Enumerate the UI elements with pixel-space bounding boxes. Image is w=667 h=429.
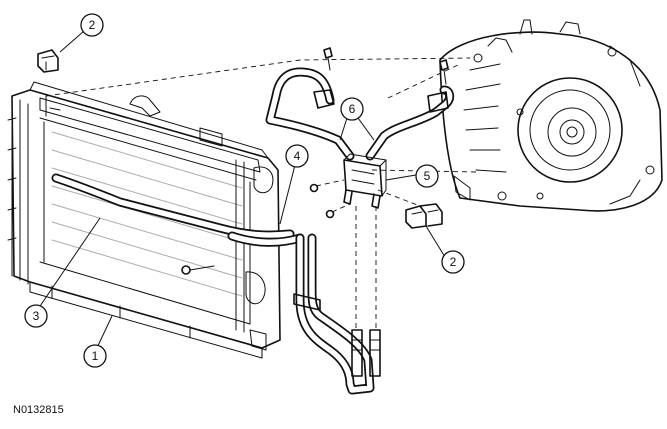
callout-4: 4 bbox=[285, 144, 309, 168]
svg-text:4: 4 bbox=[294, 149, 301, 163]
callout-5: 5 bbox=[415, 164, 439, 188]
svg-text:3: 3 bbox=[33, 309, 40, 323]
figure-id: N0132815 bbox=[13, 404, 64, 416]
retaining-clip-upper bbox=[37, 49, 59, 73]
svg-text:5: 5 bbox=[424, 169, 431, 183]
svg-text:1: 1 bbox=[92, 349, 99, 363]
radiator bbox=[7, 81, 281, 359]
callout-1: 1 bbox=[83, 344, 107, 368]
svg-text:6: 6 bbox=[349, 102, 356, 116]
callout-2-upper: 2 bbox=[80, 13, 104, 37]
fasteners bbox=[309, 47, 449, 219]
transmission bbox=[439, 19, 663, 212]
callout-3: 3 bbox=[24, 304, 48, 328]
cooler-lines bbox=[51, 67, 455, 395]
callout-6: 6 bbox=[340, 97, 364, 121]
cooler-bypass-valve bbox=[343, 153, 387, 209]
retaining-clip-lower bbox=[405, 203, 443, 229]
alignment-lines bbox=[45, 57, 477, 330]
svg-text:2: 2 bbox=[450, 255, 457, 269]
callout-2-lower: 2 bbox=[441, 250, 465, 274]
svg-text:2: 2 bbox=[89, 18, 96, 32]
radiator-bolt bbox=[181, 265, 215, 275]
